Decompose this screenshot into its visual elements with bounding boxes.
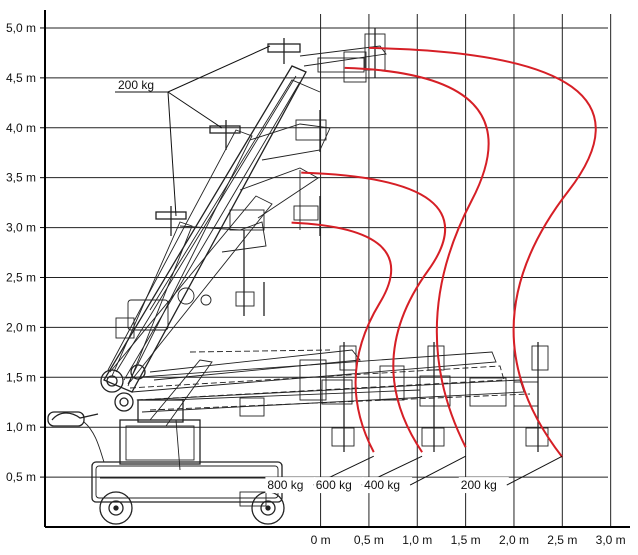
y-tick-label: 2,5 m (6, 270, 36, 284)
load-label-leader (506, 455, 563, 486)
load-label: 400 kg (364, 478, 400, 492)
y-tick-labels: 0,5 m 1,0 m 1,5 m 2,0 m 2,5 m 3,0 m 3,5 m 4,0 m… (6, 21, 45, 484)
load-arcs (291, 46, 597, 458)
load-label-bg (265, 477, 316, 494)
top-label: 200 kg (118, 78, 154, 92)
load-label: 200 kg (461, 478, 497, 492)
x-tick-label: 2,5 m (547, 533, 577, 547)
y-tick-label: 0,5 m (6, 470, 36, 484)
load-labels: 800 kg 600 kg 400 kg 200 kg (265, 455, 563, 494)
y-tick-label: 4,0 m (6, 121, 36, 135)
load-arc (368, 46, 597, 458)
load-label: 800 kg (267, 478, 303, 492)
load-label-leader (409, 455, 466, 486)
load-label-bg (458, 477, 509, 494)
load-label: 600 kg (316, 478, 352, 492)
y-tick-label: 3,5 m (6, 171, 36, 185)
x-tick-label: 2,0 m (499, 533, 529, 547)
y-tick-label: 5,0 m (6, 21, 36, 35)
y-tick-label: 3,0 m (6, 221, 36, 235)
y-tick-label: 1,5 m (6, 370, 36, 384)
load-arc (301, 171, 447, 453)
y-tick-label: 2,0 m (6, 320, 36, 334)
x-tick-labels: 0 m 0,5 m 1,0 m 1,5 m 2,0 m 2,5 m 3,0 m (311, 533, 626, 547)
x-tick-label: 3,0 m (596, 533, 626, 547)
x-tick-label: 1,5 m (451, 533, 481, 547)
crane-illustration (47, 28, 549, 525)
grid (45, 14, 612, 527)
top-label-leaders (167, 45, 271, 217)
load-label-bg (362, 477, 413, 494)
x-tick-label: 0,5 m (354, 533, 384, 547)
y-tick-label: 4,5 m (6, 71, 36, 85)
x-tick-label: 0 m (311, 533, 331, 547)
load-arc (344, 66, 490, 448)
y-tick-label: 1,0 m (6, 420, 36, 434)
load-label-bg (313, 477, 364, 494)
load-arc (291, 221, 393, 453)
x-tick-label: 1,0 m (402, 533, 432, 547)
